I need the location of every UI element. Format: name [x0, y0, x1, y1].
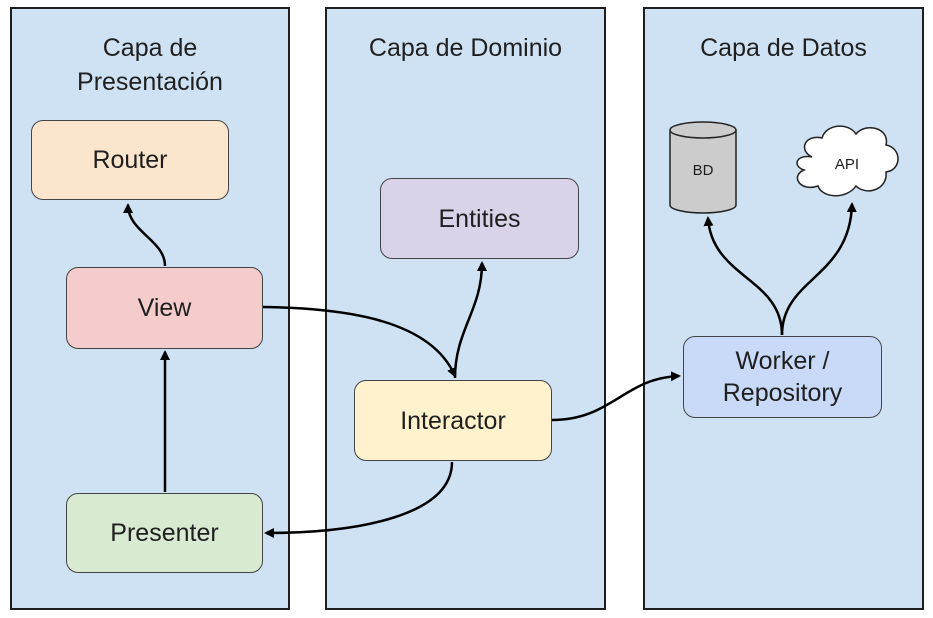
arrow-worker-to-bd — [703, 216, 784, 336]
interactor-box: Interactor — [354, 380, 552, 461]
view-box: View — [66, 267, 263, 349]
bd-label: BD — [692, 162, 714, 179]
data-layer: Capa de Datos — [643, 7, 924, 610]
interactor-label: Interactor — [400, 406, 506, 435]
data-layer-title: Capa de Datos — [700, 34, 867, 62]
cloud-icon — [796, 125, 899, 197]
worker-label-line2: Repository — [722, 379, 843, 407]
domain-layer: Capa de Dominio — [325, 7, 606, 610]
worker-label-line1: Worker / — [735, 347, 830, 375]
worker-repository-box: Worker / Repository — [683, 336, 882, 418]
arrow-interactor-to-worker — [551, 371, 681, 422]
api-label: API — [834, 156, 860, 173]
view-label: View — [137, 294, 192, 322]
presentation-title-line1: Capa de — [102, 34, 198, 62]
arrow-interactor-to-entities — [453, 261, 487, 379]
router-label: Router — [92, 146, 168, 174]
entities-box: Entities — [380, 178, 579, 259]
router-box: Router — [31, 120, 229, 200]
presenter-label: Presenter — [110, 519, 219, 547]
arrow-view-to-interactor — [261, 305, 457, 378]
database-icon — [669, 121, 737, 214]
entities-label: Entities — [438, 204, 521, 233]
arrow-worker-to-api — [780, 202, 857, 336]
arrow-view-to-router — [123, 203, 167, 267]
presentation-title-line2: Presentación — [77, 68, 223, 96]
domain-layer-title: Capa de Dominio — [368, 34, 563, 62]
arrow-interactor-to-presenter — [264, 461, 454, 538]
presentation-layer-title: Capa de Presentación — [12, 31, 288, 99]
presenter-box: Presenter — [66, 493, 263, 573]
